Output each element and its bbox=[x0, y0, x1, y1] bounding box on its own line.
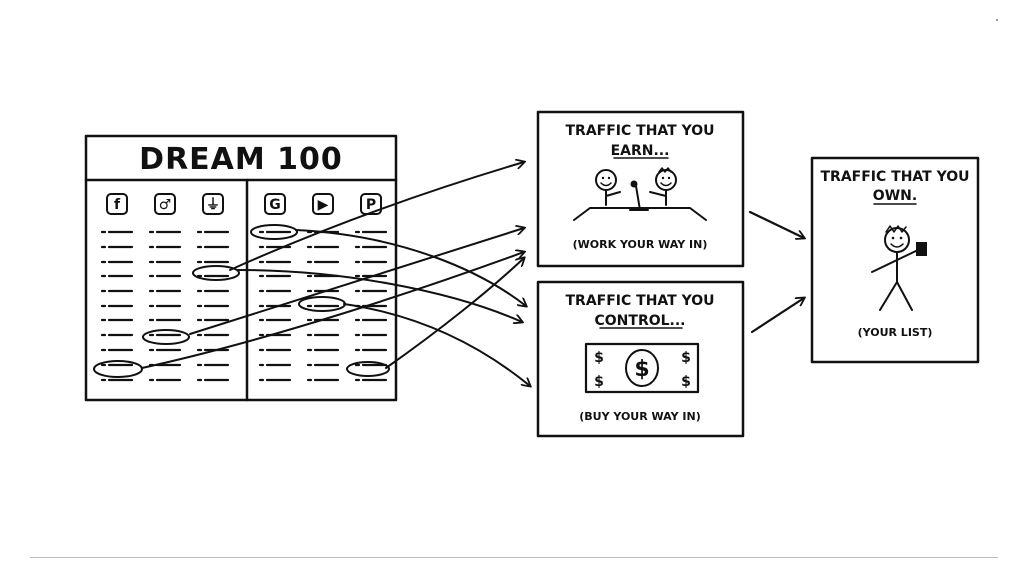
youtube-icon-frame bbox=[312, 193, 334, 215]
dollar-bill-illustration: $ $ $ $ $ bbox=[584, 342, 700, 394]
own-caption: (YOUR LIST) bbox=[858, 326, 933, 339]
own-title-line1: TRAFFIC THAT YOU bbox=[821, 169, 970, 185]
traffic-own-box: TRAFFIC THAT YOU OWN. (YOUR LIST) bbox=[810, 156, 980, 364]
google-icon-frame bbox=[264, 193, 286, 215]
traffic-earn-box: TRAFFIC THAT YOU EARN... (WORK YOUR WAY … bbox=[536, 110, 745, 268]
control-title-line2: CONTROL... bbox=[595, 313, 686, 329]
bill-center-symbol: $ bbox=[634, 357, 649, 382]
facebook-icon: f bbox=[114, 197, 121, 213]
pinterest-icon-frame bbox=[360, 193, 382, 215]
facebook-icon-frame bbox=[106, 193, 128, 215]
dream-100-title: DREAM 100 bbox=[139, 142, 343, 177]
bill-corner-symbol: $ bbox=[681, 374, 691, 390]
pinterest-icon: P bbox=[366, 197, 376, 213]
instagram-icon: ♂ bbox=[159, 197, 172, 213]
bottom-divider bbox=[30, 557, 998, 558]
highlighted-entry bbox=[93, 360, 143, 378]
youtube-icon: ▶ bbox=[318, 197, 329, 213]
bill-corner-symbol: $ bbox=[594, 374, 604, 390]
own-title-line2: OWN. bbox=[873, 188, 917, 204]
highlighted-entry bbox=[298, 296, 346, 312]
highlighted-entry bbox=[142, 329, 190, 345]
podcast-hosts-illustration bbox=[573, 167, 707, 221]
stick-figure-with-phone bbox=[871, 225, 927, 311]
podcast-icon: ⏚ bbox=[206, 197, 220, 213]
control-caption: (BUY YOUR WAY IN) bbox=[579, 410, 701, 423]
control-title-line1: TRAFFIC THAT YOU bbox=[566, 293, 715, 309]
highlighted-entry bbox=[346, 361, 390, 377]
dream-100-list bbox=[100, 230, 388, 382]
google-icon: G bbox=[269, 197, 281, 213]
bill-corner-symbol: $ bbox=[681, 350, 691, 366]
left-icon-row: f ♂ ⏚ bbox=[106, 193, 224, 215]
earn-title-line2: EARN... bbox=[611, 143, 670, 159]
right-icon-row: G ▶ P bbox=[264, 193, 382, 215]
earn-caption: (WORK YOUR WAY IN) bbox=[573, 238, 708, 251]
highlighted-entry bbox=[250, 224, 298, 240]
podcast-icon-frame bbox=[202, 193, 224, 215]
earn-title-line1: TRAFFIC THAT YOU bbox=[566, 123, 715, 139]
highlighted-entry bbox=[192, 265, 240, 281]
connector-arrows bbox=[141, 162, 804, 386]
bill-corner-symbol: $ bbox=[594, 350, 604, 366]
instagram-icon-frame bbox=[154, 193, 176, 215]
dream-100-table: DREAM 100 f ♂ ⏚ G ▶ P bbox=[84, 134, 398, 402]
highlighted-entries bbox=[93, 224, 390, 378]
corner-mark bbox=[996, 19, 998, 21]
traffic-control-box: TRAFFIC THAT YOU CONTROL... $ $ $ $ $ (B… bbox=[536, 280, 745, 438]
